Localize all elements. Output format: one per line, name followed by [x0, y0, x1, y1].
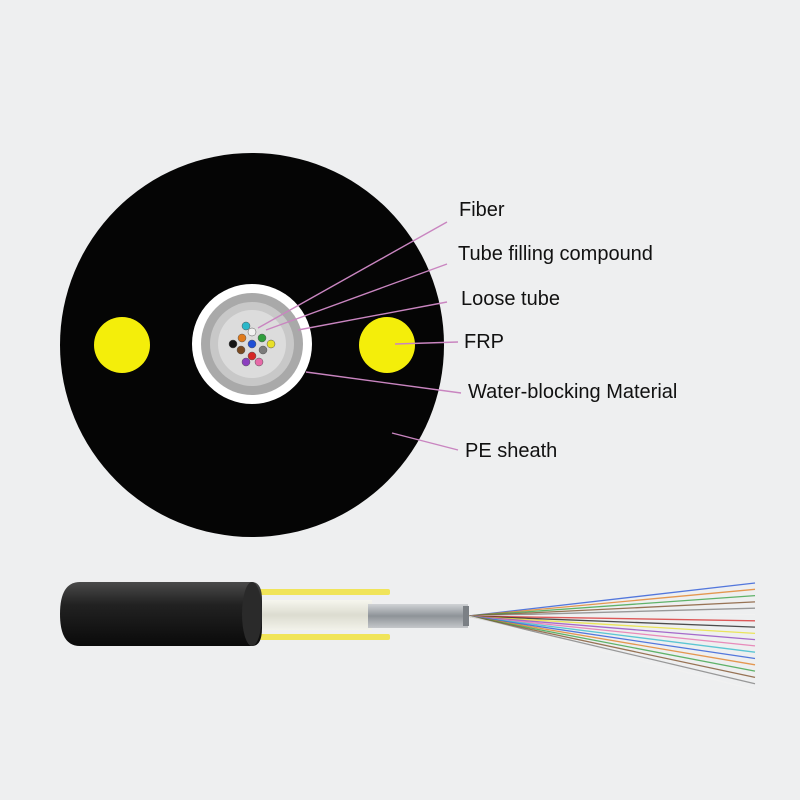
fiber-strand	[467, 615, 756, 622]
leader-lines	[257, 221, 462, 451]
fiber-strand	[467, 615, 756, 685]
label-fiber: Fiber	[459, 199, 505, 221]
fiber-strand	[467, 615, 756, 691]
fiber-strand	[467, 615, 756, 628]
cable-cross-section	[60, 153, 444, 537]
fiber-dot	[254, 357, 264, 367]
fiber-strand	[467, 615, 756, 647]
fiber-strand	[467, 607, 756, 617]
fiber-dot	[257, 333, 267, 343]
fiber-dot	[236, 345, 246, 355]
fiber-strand	[467, 588, 756, 617]
fiber-strand	[467, 594, 756, 617]
fiber-strand	[467, 615, 756, 660]
fiber-strand	[467, 615, 756, 653]
fiber-dot	[241, 321, 251, 331]
fiber-dot	[247, 327, 257, 337]
fiber-dot	[241, 357, 251, 367]
fiber-dot	[247, 351, 257, 361]
frp-rod-top	[256, 589, 390, 595]
fiber-strand	[467, 601, 756, 617]
leader-line-frp	[394, 341, 459, 345]
fiber-strand	[467, 615, 756, 679]
labels: Fiber Tube filling compound Loose tube F…	[458, 199, 677, 462]
fiber-dot	[258, 345, 268, 355]
fiber-dot	[247, 339, 257, 349]
fiber-dot	[266, 339, 276, 349]
frp-rod-bottom	[256, 634, 390, 640]
pe-sheath-end	[242, 582, 262, 646]
fiber-strand	[467, 582, 756, 617]
loose-tube-side	[250, 600, 372, 630]
fiber-strand	[467, 615, 756, 635]
leader-line-pe-sheath	[391, 432, 459, 451]
fiber-strand	[467, 615, 756, 641]
fiber-strand	[467, 615, 756, 666]
frp-left	[94, 317, 150, 373]
cable-side-view	[60, 582, 756, 691]
fiber-fan	[467, 582, 756, 691]
pe-sheath-side	[60, 582, 262, 646]
frp-right	[359, 317, 415, 373]
label-frp: FRP	[464, 331, 504, 353]
fiber-strand	[467, 613, 756, 617]
water-blocking-side	[368, 604, 468, 628]
leader-line-water-blocking	[305, 371, 462, 394]
fiber-strand	[467, 615, 756, 672]
label-pe-sheath: PE sheath	[465, 440, 557, 462]
leader-line-fiber	[257, 221, 448, 329]
leader-line-loose-tube	[297, 301, 448, 331]
label-loose-tube: Loose tube	[461, 288, 560, 310]
fiber-bundle	[228, 321, 276, 367]
label-water-blocking-material: Water-blocking Material	[468, 381, 677, 403]
leader-line-tube-filling	[265, 263, 448, 331]
fiber-dot	[228, 339, 238, 349]
tube-end-cap	[463, 606, 469, 626]
label-tube-filling-compound: Tube filling compound	[458, 243, 653, 265]
fiber-dot	[237, 333, 247, 343]
